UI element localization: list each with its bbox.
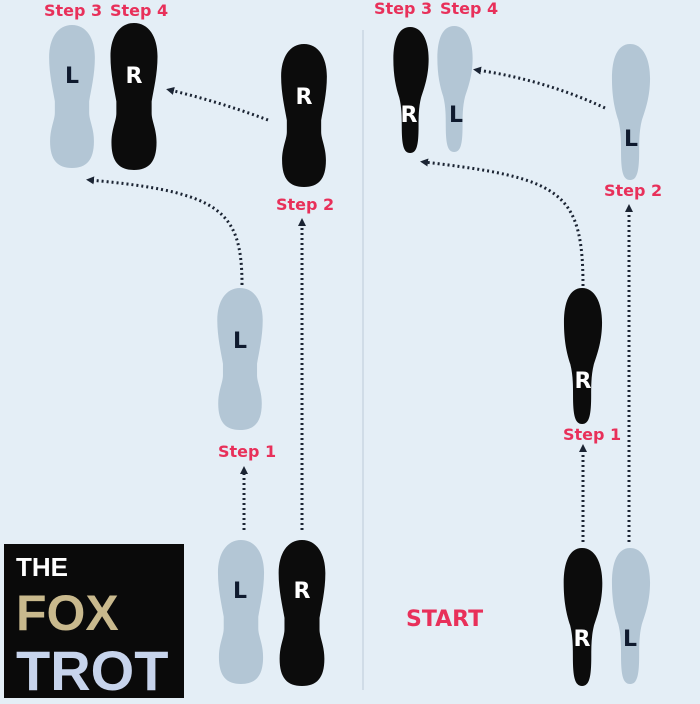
shoe-letter: L (623, 627, 637, 652)
right-step2-shoe: L (611, 44, 651, 180)
logo-background (4, 544, 184, 698)
logo-the: THE (16, 552, 68, 582)
right-start-left-shoe: L (611, 548, 651, 684)
right-arrow-to-step4 (473, 66, 606, 110)
left-step3-label: Step 3 (44, 1, 102, 20)
logo-fox: FOX (16, 585, 119, 641)
right-step1-shoe: R (563, 288, 603, 424)
left-start-right-shoe: R (278, 540, 326, 686)
right-step2-label: Step 2 (604, 181, 662, 200)
left-diagram: Step 3 Step 4 L R R Step 2 L Step 1 (44, 1, 334, 686)
start-label: START (406, 607, 483, 632)
shoe-letter: L (233, 329, 247, 354)
left-arrow-to-step3 (86, 176, 244, 286)
right-step3-label: Step 3 (374, 0, 432, 18)
left-step2-label: Step 2 (276, 195, 334, 214)
shoe-letter: R (575, 369, 592, 394)
right-start-right-shoe: R (563, 548, 603, 686)
left-step2-shoe: R (281, 44, 327, 187)
shoe-letter: L (449, 103, 463, 128)
left-step4-shoe: R (110, 23, 158, 170)
right-diagram: Step 3 Step 4 R L L Step 2 R Step 1 (374, 0, 662, 686)
right-step3-shoe: R (393, 27, 429, 153)
right-arrow-to-step3 (420, 158, 585, 287)
logo-trot: TROT (16, 639, 168, 702)
shoe-letter: L (233, 579, 247, 604)
shoe-letter: R (126, 64, 143, 89)
left-step4-label: Step 4 (110, 1, 168, 20)
shoe-letter: R (296, 85, 313, 110)
left-step3-shoe: L (49, 25, 95, 168)
shoe-letter: L (624, 127, 638, 152)
right-step4-shoe: L (437, 26, 473, 152)
shoe-letter: L (65, 64, 79, 89)
left-step1-label: Step 1 (218, 442, 276, 461)
right-step1-label: Step 1 (563, 425, 621, 444)
left-start-left-shoe: L (217, 540, 265, 684)
left-arrow-to-step4 (166, 87, 269, 122)
left-step1-shoe: L (217, 288, 263, 430)
shoe-letter: R (574, 627, 591, 652)
right-step4-label: Step 4 (440, 0, 498, 18)
shoe-letter: R (401, 103, 418, 128)
fox-trot-logo: THE FOX TROT (4, 544, 184, 702)
shoe-letter: R (294, 579, 311, 604)
